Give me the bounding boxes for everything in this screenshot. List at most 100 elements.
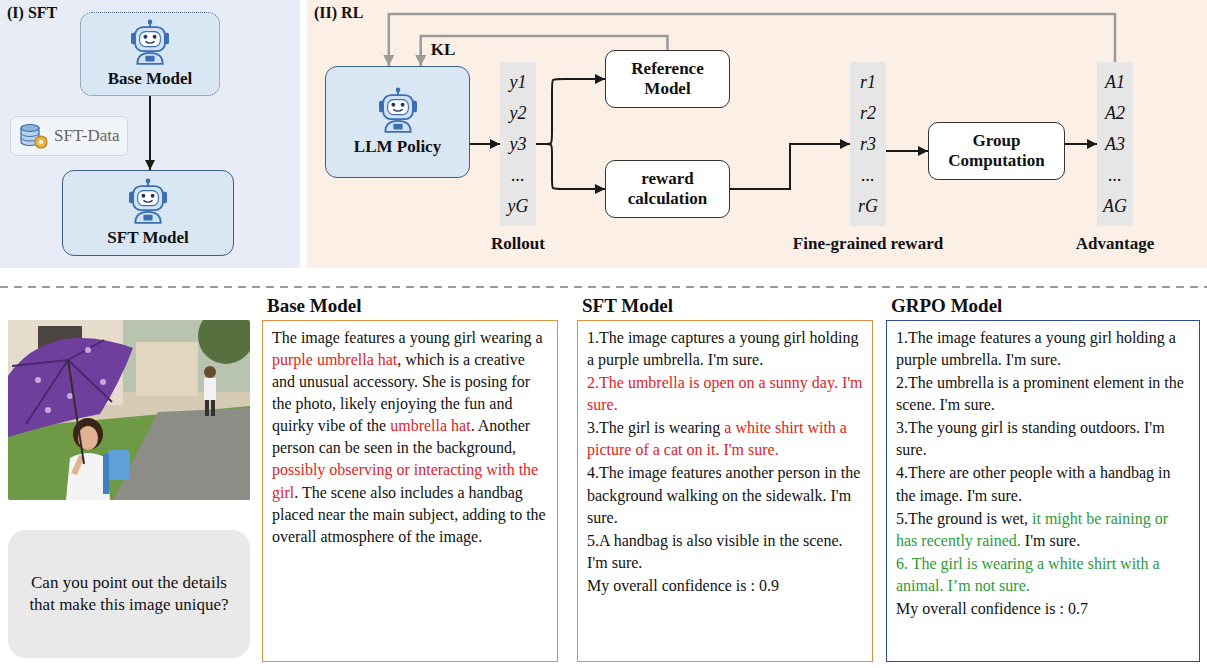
answer-item: 1.The image features a young girl holdin… (896, 327, 1190, 371)
plain-text: 4.The image features another person in t… (587, 464, 860, 525)
sequence-item: y2 (510, 104, 527, 122)
arrow-connector (536, 79, 605, 144)
answer-item: 1.The image captures a young girl holdin… (587, 327, 863, 371)
question-text: Can you point out the details that make … (24, 572, 234, 616)
answer-text: 1.The image features a young girl holdin… (896, 327, 1190, 620)
robot-eye (400, 103, 404, 107)
robot-badge (143, 215, 152, 221)
robot-face (138, 191, 159, 206)
umbrella-dot (85, 347, 91, 353)
plain-text: 4.There are other people with a handbag … (896, 464, 1171, 503)
edge-label: KL (429, 41, 458, 60)
box-label: Base Model (108, 69, 193, 89)
plain-text: The image features a young girl wearing … (272, 329, 543, 346)
robot-head (383, 95, 413, 119)
answer-text: The image features a young girl wearing … (272, 327, 548, 548)
robot-antenna-tip (148, 20, 153, 25)
umbrella-ribs (12, 340, 112, 424)
arrow-connector (730, 144, 850, 189)
plain-text: 5.The ground is wet, (896, 510, 1028, 527)
photo (8, 320, 250, 500)
walker-head (204, 366, 216, 378)
arrow-connector (1065, 143, 1097, 145)
feedback-connector (389, 14, 1115, 66)
robot-body (137, 53, 162, 64)
box-label: reward calculation (614, 169, 721, 208)
robot-icon (375, 87, 421, 133)
plain-text: 1.The image captures a young girl holdin… (587, 329, 858, 368)
process-box: Reference Model (605, 50, 730, 108)
robot-icon (127, 19, 173, 65)
robot-badge (393, 124, 402, 130)
answer-item: 4.The image features another person in t… (587, 462, 863, 528)
umbrella-dot (100, 379, 106, 385)
answer-item: 6. The girl is wearing a white shirt wit… (896, 553, 1190, 597)
model-box: SFT Model (62, 170, 234, 256)
highlight-text: 2.The umbrella is open on a sunny day. I… (587, 374, 863, 413)
answer-box: Base ModelThe image features a young gir… (262, 320, 558, 662)
walker-shirt (204, 378, 216, 400)
answer-title: Base Model (267, 295, 361, 317)
robot-head (135, 27, 165, 51)
box-label: LLM Policy (354, 137, 441, 157)
plain-text: . The scene also includes a handbag plac… (272, 484, 546, 545)
lawn (8, 406, 250, 500)
model-box: Base Model (80, 12, 220, 96)
robot-eye (141, 194, 145, 198)
data-label: SFT-Data (54, 126, 120, 146)
plain-text: I'm sure. (1025, 532, 1080, 549)
robot-eye (153, 35, 157, 39)
answer-text: 1.The image captures a young girl holdin… (587, 327, 863, 597)
data-box: SFT-Data (10, 116, 128, 156)
separator-line (0, 286, 1207, 288)
sequence-item: y3 (510, 135, 527, 153)
answer-item: 2.The umbrella is open on a sunny day. I… (587, 372, 863, 416)
walker-leg (211, 400, 215, 416)
answer-item: My overall confidence is : 0.9 (587, 575, 863, 597)
panel-ground (0, 0, 300, 268)
process-box: Group Computation (928, 122, 1065, 180)
column-caption: Rollout (491, 234, 545, 254)
garage (136, 342, 198, 396)
girl-arm (74, 456, 82, 474)
walker-leg (205, 400, 209, 416)
robot-body (385, 121, 410, 132)
sequence-item: A3 (1105, 135, 1125, 153)
robot-face (387, 100, 408, 115)
sequence-item: r3 (860, 135, 876, 153)
plain-text: My overall confidence is : 0.9 (587, 577, 779, 594)
backdrop (123, 320, 250, 392)
answer-item: 2.The umbrella is a prominent element in… (896, 372, 1190, 416)
highlight-text: 6. The girl is wearing a white shirt wit… (896, 555, 1160, 594)
sequence-column: y1y2y3...yGRollout (500, 62, 536, 226)
sequence-item: A1 (1105, 73, 1125, 91)
answer-item: The image features a young girl wearing … (272, 327, 548, 548)
arrow-connector (470, 143, 500, 145)
umbrella-dot (35, 377, 41, 383)
answer-box: GRPO Model1.The image features a young g… (886, 320, 1200, 662)
arrow-connector (886, 150, 928, 152)
sequence-item: AG (1103, 197, 1127, 215)
answer-item: 3.The young girl is standing outdoors. I… (896, 417, 1190, 461)
answer-item: My overall confidence is : 0.7 (896, 598, 1190, 620)
tree (198, 320, 250, 364)
robot-eye (391, 103, 395, 107)
sequence-item: ... (511, 166, 525, 184)
arrow-connector (149, 96, 151, 170)
plain-text: My overall confidence is : 0.7 (896, 600, 1088, 617)
question-box: Can you point out the details that make … (8, 530, 250, 658)
sequence-item: ... (861, 166, 875, 184)
answer-item: 5.The ground is wet, it might be raining… (896, 508, 1190, 552)
highlight-text: purple umbrella hat (272, 351, 397, 368)
answer-item: 5.A handbag is also visible in the scene… (587, 530, 863, 574)
photo-ground (8, 320, 250, 500)
sequence-column: r1r2r3...rGFine-grained reward (850, 62, 886, 226)
sidewalk (113, 408, 250, 500)
column-caption: Fine-grained reward (793, 234, 943, 254)
umbrella (8, 338, 133, 440)
database-icon (18, 121, 48, 151)
house-window (38, 326, 82, 372)
plain-text: 3.The girl is wearing (587, 419, 720, 436)
highlight-text: umbrella hat (390, 417, 470, 434)
umbrella-dot (45, 407, 51, 413)
